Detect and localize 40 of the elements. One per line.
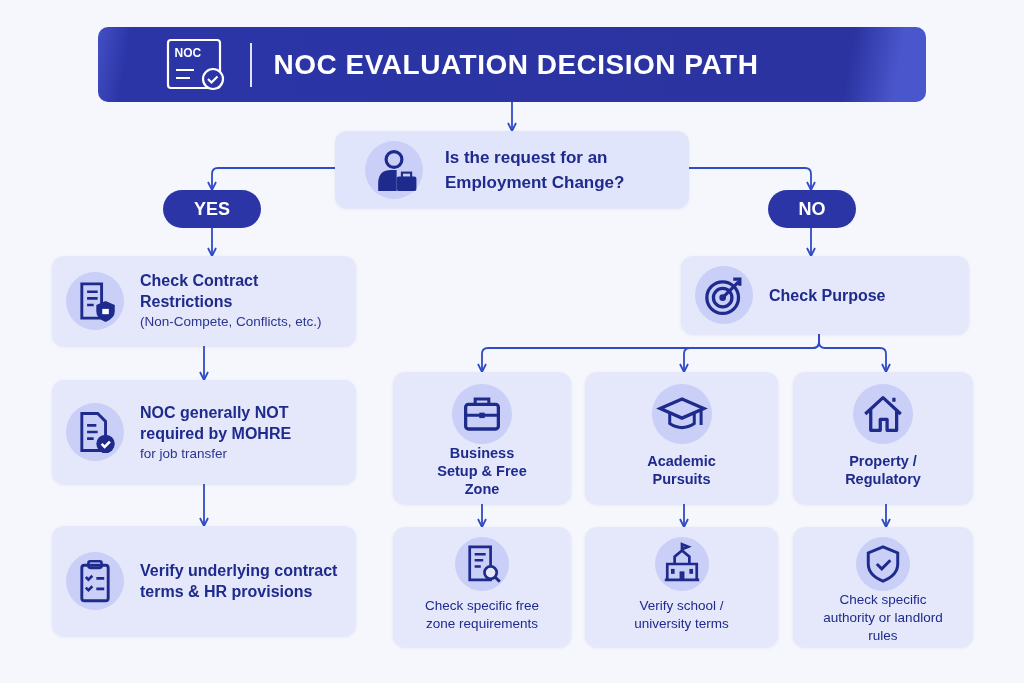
arrow [477, 503, 487, 528]
arrow [806, 227, 816, 257]
process-box [585, 372, 778, 504]
title-banner [98, 27, 926, 102]
note-text: for job transfer [140, 445, 229, 463]
arrow [679, 503, 689, 528]
process-box [793, 372, 973, 504]
title-text: NOC EVALUATION DECISION PATH [273, 48, 759, 81]
process-box [52, 380, 356, 484]
arrow [199, 345, 209, 381]
arrow [199, 483, 209, 527]
process-box [52, 526, 356, 636]
process-box [393, 527, 571, 647]
step-text: NOC generally NOT required by MOHRE [140, 403, 293, 444]
arrow [207, 167, 336, 191]
step-text: Check specific free zone requirements [423, 597, 540, 633]
step-text: Verify underlying contract terms & HR provisions [140, 561, 339, 602]
note-text: (Non-Compete, Conflicts, etc.) [140, 313, 323, 331]
branch-label: NO [768, 190, 856, 228]
process-box [585, 527, 778, 647]
step-text: Check Contract Restrictions [140, 271, 260, 312]
arrow [207, 227, 217, 257]
arrow [818, 333, 891, 373]
process-box [393, 372, 571, 504]
process-box [793, 527, 973, 647]
decision-box [335, 131, 689, 208]
process-box [681, 256, 969, 334]
step-text: Property / Regulatory [844, 452, 922, 488]
step-text: Academic Pursuits [646, 452, 717, 488]
step-text: Business Setup & Free Zone [436, 444, 528, 498]
question-text: Is the request for an Employment Change? [445, 146, 626, 194]
arrow [881, 503, 891, 528]
branch-label: YES [163, 190, 261, 228]
arrow [507, 101, 517, 132]
step-text: Verify school / university terms [633, 597, 730, 633]
process-box [52, 256, 356, 346]
step-text: Check Purpose [769, 285, 886, 306]
icon-label: NOC [174, 45, 202, 60]
arrow [688, 167, 816, 191]
step-text: Check specific authority or landlord rules [822, 591, 944, 645]
